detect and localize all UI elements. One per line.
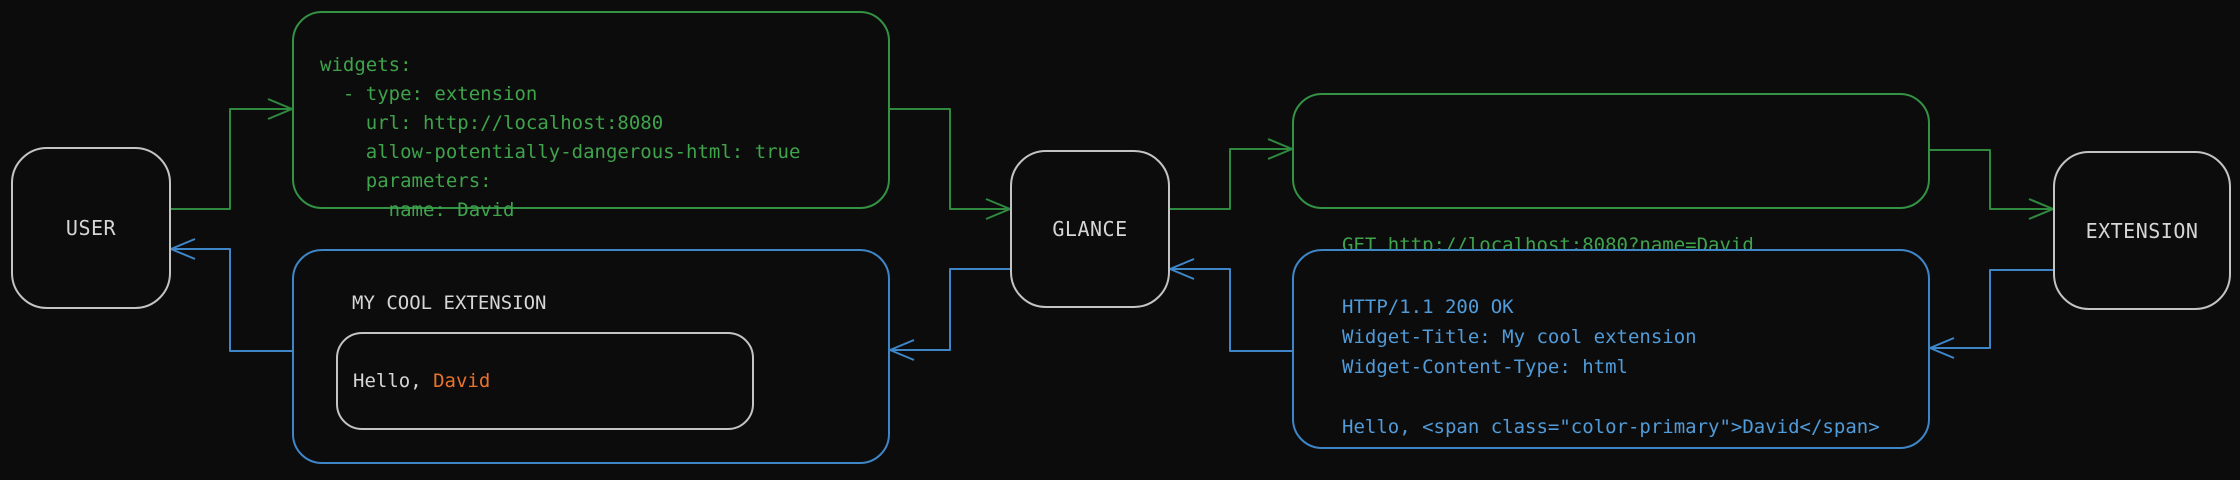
arrow-glance-to-widget bbox=[887, 268, 1010, 361]
extension-node-label: EXTENSION bbox=[2085, 218, 2199, 243]
glance-node: GLANCE bbox=[1010, 150, 1170, 308]
greeting-name: David bbox=[433, 370, 491, 392]
arrow-user-to-config bbox=[171, 98, 295, 210]
extension-node: EXTENSION bbox=[2053, 151, 2231, 310]
request-flow-arrows bbox=[171, 98, 2056, 220]
http-response-code: HTTP/1.1 200 OK Widget-Title: My cool ex… bbox=[1342, 296, 1880, 438]
arrow-request-to-extension bbox=[1930, 149, 2056, 220]
widget-greeting-box: Hello, David bbox=[336, 332, 754, 430]
rendered-widget-box: MY COOL EXTENSION Hello, David bbox=[292, 249, 890, 464]
arrow-widget-to-user bbox=[168, 238, 292, 352]
glance-node-label: GLANCE bbox=[1052, 217, 1128, 241]
user-node: USER bbox=[11, 147, 171, 309]
http-response-box: HTTP/1.1 200 OK Widget-Title: My cool ex… bbox=[1292, 249, 1930, 449]
config-yaml-code: widgets: - type: extension url: http://l… bbox=[320, 54, 801, 221]
arrow-config-to-glance bbox=[890, 108, 1013, 220]
arrow-extension-to-response bbox=[1927, 269, 2053, 359]
widget-title: MY COOL EXTENSION bbox=[352, 292, 547, 314]
http-request-box: GET http://localhost:8080?name=David bbox=[1292, 93, 1930, 256]
arrow-glance-to-request bbox=[1170, 138, 1295, 210]
greeting-prefix: Hello, bbox=[353, 370, 434, 392]
response-flow-arrows bbox=[168, 238, 2053, 361]
widget-greeting-line: Hello, David bbox=[353, 370, 490, 392]
arrow-response-to-glance bbox=[1167, 258, 1292, 352]
config-yaml-box: widgets: - type: extension url: http://l… bbox=[292, 11, 890, 221]
user-node-label: USER bbox=[65, 216, 117, 240]
